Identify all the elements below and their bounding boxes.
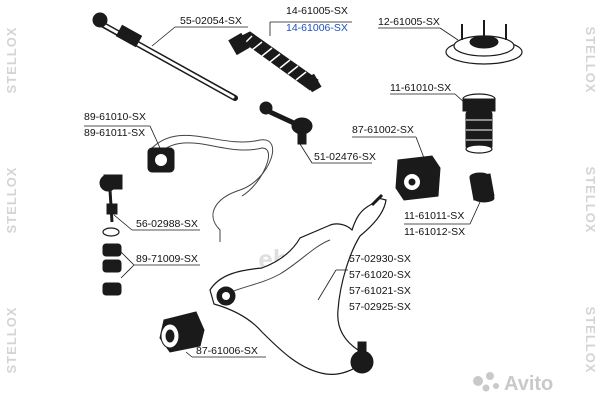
label-arm-2: 57-61020-SX (349, 269, 411, 281)
stabilizer-link-part (99, 174, 123, 223)
label-arm-1: 57-02930-SX (349, 253, 411, 265)
side-watermark-left: STELLOX (4, 167, 19, 234)
label-boot-2: 14-61006-SX (286, 22, 348, 34)
side-watermark-left-2: STELLOX (4, 27, 19, 94)
tie-rod-end-leader (299, 143, 313, 164)
label-tie-rod: 55-02054-SX (180, 15, 242, 27)
stabilizer-bar-outline (149, 134, 274, 242)
label-bump-stop: 11-61010-SX (390, 82, 451, 94)
side-watermark-right-3: STELLOX (583, 307, 598, 374)
label-strut-mount: 12-61005-SX (378, 16, 440, 28)
strut-mount-leader (439, 27, 459, 41)
label-stab-link: 56-02988-SX (136, 218, 198, 230)
strut-bush-leader (469, 201, 481, 225)
strut-mount-part (445, 20, 523, 65)
stabilizer-bush-leader (149, 125, 161, 149)
stabilizer-link-leader (113, 214, 133, 231)
lower-control-arm-part (209, 193, 387, 375)
label-strut-bush-1: 11-61011-SX (404, 210, 464, 222)
boot-part (228, 31, 322, 93)
arm-bush-rear-part (395, 155, 441, 201)
label-stab-bush-1: 89-61010-SX (84, 111, 146, 123)
side-watermark-right: STELLOX (583, 167, 598, 234)
side-watermark-right-2: STELLOX (583, 27, 598, 94)
tie-rod-end-part (259, 101, 313, 145)
label-arm-4: 57-02925-SX (349, 301, 411, 313)
arm-bush-front-leader (185, 351, 193, 358)
tie-rod-part (92, 12, 238, 101)
label-arm-bush-rear: 87-61002-SX (352, 124, 414, 136)
stabilizer-bush-part (147, 147, 175, 173)
label-strut-bush-2: 11-61012-SX (404, 226, 465, 238)
label-arm-bush-front: 87-61006-SX (196, 345, 258, 357)
label-boot-1: 14-61005-SX (286, 5, 348, 17)
arm-bush-rear-leader (415, 136, 425, 159)
avito-watermark: Avito (504, 373, 553, 395)
side-watermark-left-3: STELLOX (4, 307, 19, 374)
link-bushing-leader-1 (120, 251, 135, 266)
label-arm-3: 57-61021-SX (349, 285, 411, 297)
avito-logo (473, 372, 499, 392)
arm-bush-front-part (159, 311, 205, 353)
link-bushing-leader-2 (120, 264, 135, 279)
tie-rod-leader (151, 26, 176, 47)
strut-bush-part (469, 172, 495, 203)
bump-stop-part (462, 93, 496, 154)
label-link-bush: 89-71009-SX (136, 253, 198, 265)
label-tie-rod-end: 51-02476-SX (314, 151, 376, 163)
link-bushing-part (102, 227, 122, 296)
arm-leader (317, 269, 337, 301)
bump-stop-leader (454, 93, 467, 105)
label-stab-bush-2: 89-61011-SX (84, 127, 145, 139)
